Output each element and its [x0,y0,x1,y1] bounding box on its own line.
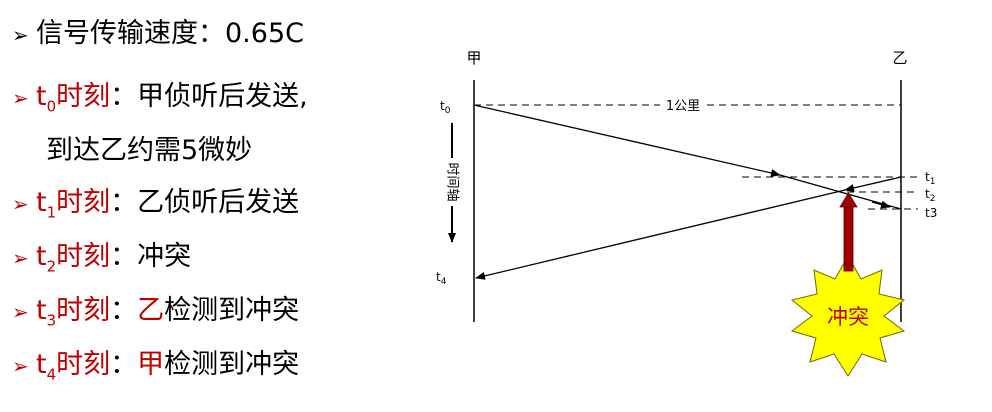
time-axis-label-bg [444,158,460,206]
time-axis-label: 时间轴 [445,162,460,201]
collision-star-icon [790,254,906,377]
bullet-rest: 检测到冲突 [164,295,300,326]
bullet-arrow-icon: ➢ [12,353,29,378]
t2-label: t2 [925,187,935,204]
signal-a-arrow [473,104,781,177]
bullet-arrow-icon: ➢ [12,22,29,47]
bullet-text: ：乙侦听后发送 [110,187,300,218]
time-label: t0时刻 [36,81,111,116]
time-label: t2时刻 [36,241,111,276]
bullet-arrow-icon: ➢ [12,85,29,110]
t1-label: t1 [925,170,935,187]
t4-label: t4 [436,270,447,287]
signal-b-arrow [844,176,902,192]
bullet-text: ：冲突 [110,241,192,272]
bullet-text: ： [110,295,138,326]
station-a-label: 甲 [466,49,481,67]
signal-a-continuation [779,174,902,210]
time-label: t4时刻 [36,349,111,384]
bullet-t0: ➢ t0时刻：甲侦听后发送, [12,79,308,124]
bullet-t3: ➢ t3时刻：乙检测到冲突 [12,293,299,338]
station-highlight: 乙 [137,295,165,326]
time-label: t1时刻 [36,187,111,222]
bullet-t2: ➢ t2时刻：冲突 [12,239,191,284]
t0-label: t0 [440,99,451,116]
station-highlight: 甲 [137,349,165,380]
bullet-arrow-icon: ➢ [12,245,29,270]
time-label: t3时刻 [36,295,111,330]
bullet-t4: ➢ t4时刻：甲检测到冲突 [12,347,299,392]
bullet-t0-continuation: 到达乙约需5微妙 [46,135,253,166]
bullet-text: ：甲侦听后发送, [110,81,308,112]
bullet-text: ： [110,349,138,380]
bullet-arrow-icon: ➢ [12,299,29,324]
collision-arrow-head-icon [839,192,858,208]
collision-label: 冲突 [827,305,869,329]
distance-label: 1公里 [666,99,700,114]
signal-a-end-arrow [871,200,891,209]
collision-arrow-shaft [843,204,854,272]
bullet-text: 信号传输速度：0.65C [36,18,304,49]
bullet-speed: ➢ 信号传输速度：0.65C [12,16,304,53]
t3-label: t3 [925,206,937,220]
station-b-label: 乙 [892,49,907,67]
bullet-t1: ➢ t1时刻：乙侦听后发送 [12,185,299,230]
signal-b-return-arrow [475,189,846,280]
bullet-arrow-icon: ➢ [12,191,29,216]
bullet-rest: 检测到冲突 [164,349,300,380]
